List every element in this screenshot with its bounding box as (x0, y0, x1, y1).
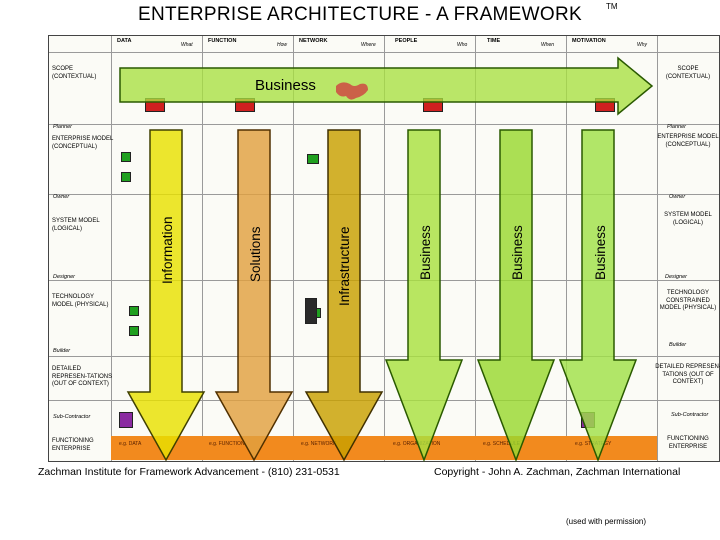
column-question-people: Who (457, 42, 468, 48)
row-label-technology-model: TECHNOLOGY MODEL (PHYSICAL) (52, 294, 109, 308)
grid-divider (49, 356, 719, 357)
grid-divider (293, 36, 294, 461)
role-label-planner: Planner (53, 124, 72, 130)
business-vertical-arrow-1 (384, 129, 464, 463)
footer-institute: Zachman Institute for Framework Advancem… (38, 466, 340, 478)
row-label-scope: SCOPE (CONTEXTUAL) (52, 66, 97, 80)
column-question-network: Where (361, 42, 376, 48)
technology-data-entity-icon (129, 306, 139, 316)
row-label-right-detailed-representations: DETAILED REPRESEN-TATIONS (OUT OF CONTEX… (655, 364, 720, 385)
column-header-data: DATA (117, 38, 132, 44)
grid-divider (111, 36, 112, 461)
detailed-data-icon (119, 412, 133, 428)
information-label: Information (160, 216, 175, 284)
business-label-2: Business (510, 225, 525, 280)
grid-divider (49, 400, 719, 401)
row-label-right-functioning-enterprise: FUNCTIONING ENTERPRISE (667, 436, 709, 450)
role-label-subcontractor: Sub-Contractor (53, 414, 91, 420)
role-label-right-builder: Builder (669, 342, 687, 348)
row-label-system-model: SYSTEM MODEL (LOGICAL) (52, 218, 100, 232)
role-label-owner: Owner (53, 194, 70, 200)
grid-divider (49, 124, 719, 125)
grid-divider (202, 36, 203, 461)
functioning-cell-data: e.g. DATA (119, 441, 142, 447)
footer-copyright: Copyright - John A. Zachman, Zachman Int… (434, 466, 681, 478)
column-question-function: How (277, 42, 288, 48)
column-question-time: When (541, 42, 555, 48)
row-label-detailed-representations: DETAILED REPRESEN-TATIONS (OUT OF CONTEX… (52, 366, 113, 387)
row-label-right-system-model: SYSTEM MODEL (LOGICAL) (664, 212, 712, 226)
role-label-right-designer: Designer (665, 274, 688, 280)
column-header-network: NETWORK (299, 38, 328, 44)
grid-divider (49, 52, 719, 53)
functioning-cell-organization: e.g. ORGANIZATION (393, 441, 441, 447)
business-label-1: Business (418, 225, 433, 280)
functioning-cell-function: e.g. FUNCTION (209, 441, 245, 447)
role-label-right-planner: Planner (667, 124, 686, 130)
column-header-people: PEOPLE (395, 38, 418, 44)
information-vertical-arrow (126, 129, 206, 462)
grid-divider (657, 36, 658, 461)
solutions-label: Solutions (248, 226, 263, 282)
grid-divider (384, 36, 385, 461)
row-label-functioning-enterprise: FUNCTIONING ENTERPRISE (52, 438, 94, 452)
role-label-designer: Designer (53, 274, 76, 280)
column-header-time: TIME (487, 38, 501, 44)
functioning-enterprise-strip (111, 436, 657, 460)
business-label-3: Business (593, 225, 608, 280)
column-header-function: FUNCTION (208, 38, 237, 44)
row-label-right-technology-model: TECHNOLOGY CONSTRAINED MODEL (PHYSICAL) (659, 290, 717, 311)
infrastructure-vertical-arrow (304, 129, 384, 462)
column-question-data: What (181, 42, 193, 48)
column-question-motivation: Why (637, 42, 647, 48)
row-label-right-enterprise-model: ENTERPRISE MODEL (CONCEPTUAL) (657, 134, 719, 148)
enterprise-data-entity-icon (121, 172, 131, 182)
technology-network-hardware-icon (305, 298, 317, 324)
business-vertical-arrow-2 (476, 129, 556, 463)
solutions-vertical-arrow (214, 129, 294, 462)
grid-divider (49, 280, 719, 281)
enterprise-network-node-icon (307, 154, 319, 164)
column-header-motivation: MOTIVATION (572, 38, 606, 44)
role-label-builder: Builder (53, 348, 71, 354)
role-label-right-owner: Owner (669, 194, 686, 200)
functioning-cell-network: e.g. NETWORK (301, 441, 337, 447)
functioning-cell-schedule: e.g. SCHEDULE (483, 441, 520, 447)
business-horizontal-arrow (119, 56, 654, 116)
infrastructure-label: Infrastructure (337, 226, 352, 306)
enterprise-data-entity-icon (121, 152, 131, 162)
grid-divider (49, 194, 719, 195)
grid-divider (475, 36, 476, 461)
page-title: ENTERPRISE ARCHITECTURE - A FRAMEWORK (138, 4, 582, 25)
technology-data-entity-icon (129, 326, 139, 336)
permission-credit: (used with permission) (566, 517, 647, 526)
row-label-right-scope: SCOPE (CONTEXTUAL) (665, 66, 711, 80)
world-map-icon (336, 82, 368, 100)
trademark: TM (606, 2, 618, 11)
role-label-right-subcontractor: Sub-Contractor (671, 412, 709, 418)
business-vertical-arrow-3 (558, 129, 638, 463)
row-label-enterprise-model: ENTERPRISE MODEL (CONCEPTUAL) (52, 136, 114, 150)
grid-divider (566, 36, 567, 461)
business-horizontal-label: Business (255, 77, 316, 94)
